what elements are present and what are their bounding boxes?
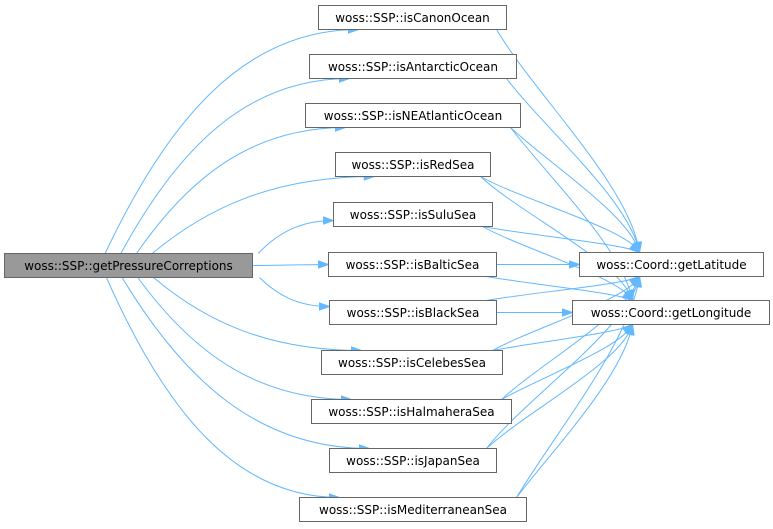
edge-line — [482, 226, 633, 301]
node-label: woss::SSP::isBalticSea — [346, 258, 480, 272]
arrowhead-icon — [621, 290, 634, 302]
arrowhead-icon — [323, 216, 336, 225]
edge-getPressureCorreptions-to-isBalticSea — [252, 260, 331, 269]
arrowhead-icon — [626, 323, 635, 336]
edge-getPressureCorreptions-to-isAntarcticOcean — [120, 74, 352, 254]
node-label: woss::Coord::getLongitude — [591, 306, 752, 320]
edge-getPressureCorreptions-to-isBlackSea — [259, 277, 332, 311]
edge-line — [252, 264, 329, 266]
edge-line — [506, 78, 640, 253]
arrowhead-icon — [318, 260, 331, 269]
edge-line — [151, 176, 375, 254]
node-isCelebesSea[interactable]: woss::SSP::isCelebesSea — [321, 350, 503, 375]
edge-getPressureCorreptions-to-isSuluSea — [257, 216, 336, 254]
edge-line — [137, 277, 352, 400]
edge-line — [104, 29, 359, 254]
edge-isMediterraneanSea-to-getLongitude — [516, 323, 635, 498]
edge-line — [136, 127, 346, 254]
node-label: woss::SSP::isMediterraneanSea — [319, 503, 507, 517]
edge-line — [120, 78, 350, 254]
edge-isHalmaheraSea-to-getLongitude — [501, 323, 634, 400]
node-label: woss::SSP::isAntarcticOcean — [328, 60, 498, 74]
edge-line — [121, 277, 370, 449]
node-isBlackSea[interactable]: woss::SSP::isBlackSea — [329, 300, 497, 325]
edge-line — [105, 277, 340, 498]
node-label: woss::Coord::getLatitude — [596, 258, 746, 272]
node-label: woss::SSP::isHalmaheraSea — [328, 405, 494, 419]
node-label: woss::SSP::isRedSea — [351, 158, 474, 172]
edge-line — [480, 176, 640, 253]
arrowhead-icon — [319, 302, 332, 311]
node-label: woss::SSP::isSuluSea — [350, 208, 476, 222]
node-isAntarcticOcean[interactable]: woss::SSP::isAntarcticOcean — [309, 54, 517, 79]
arrowhead-icon — [562, 308, 575, 317]
edge-line — [492, 324, 633, 351]
edge-getPressureCorreptions-to-isHalmaheraSea — [137, 277, 354, 404]
node-isBalticSea[interactable]: woss::SSP::isBalticSea — [328, 252, 497, 277]
edge-isAntarcticOcean-to-getLatitude — [506, 78, 642, 254]
node-isSuluSea[interactable]: woss::SSP::isSuluSea — [333, 202, 493, 227]
edge-isBlackSea-to-getLongitude — [496, 308, 575, 317]
edge-line — [486, 324, 633, 449]
node-isCanonOcean[interactable]: woss::SSP::isCanonOcean — [318, 5, 507, 30]
edge-line — [486, 276, 640, 449]
node-isHalmaheraSea[interactable]: woss::SSP::isHalmaheraSea — [311, 399, 512, 424]
edge-line — [501, 276, 640, 400]
edge-line — [510, 127, 640, 253]
edge-isCelebesSea-to-getLongitude — [492, 323, 634, 351]
node-getLatitude[interactable]: woss::Coord::getLatitude — [579, 252, 764, 277]
node-label: woss::SSP::isJapanSea — [346, 454, 480, 468]
edge-line — [482, 226, 640, 253]
edge-line — [501, 324, 633, 400]
node-isMediterraneanSea[interactable]: woss::SSP::isMediterraneanSea — [299, 497, 527, 522]
arrowhead-icon — [628, 242, 641, 254]
arrowhead-icon — [633, 275, 643, 288]
node-getPressureCorreptions[interactable]: woss::SSP::getPressureCorreptions — [4, 253, 253, 278]
edge-isBalticSea-to-getLatitude — [496, 260, 582, 269]
edge-line — [257, 220, 334, 254]
edge-isRedSea-to-getLongitude — [480, 176, 634, 302]
edge-isSuluSea-to-getLatitude — [482, 226, 641, 254]
node-isJapanSea[interactable]: woss::SSP::isJapanSea — [329, 448, 497, 473]
arrowhead-icon — [569, 260, 582, 269]
edge-line — [259, 277, 330, 307]
node-label: woss::SSP::isCanonOcean — [335, 11, 490, 25]
node-isRedSea[interactable]: woss::SSP::isRedSea — [335, 152, 491, 177]
node-label: woss::SSP::isNEAtlanticOcean — [324, 109, 502, 123]
edge-isRedSea-to-getLatitude — [480, 176, 641, 254]
edge-getPressureCorreptions-to-isMediterraneanSea — [105, 277, 342, 502]
edge-line — [153, 277, 362, 351]
edge-line — [516, 324, 633, 498]
node-isNEAtlanticOcean[interactable]: woss::SSP::isNEAtlanticOcean — [305, 103, 521, 128]
node-label: woss::SSP::isBlackSea — [347, 306, 480, 320]
node-getLongitude[interactable]: woss::Coord::getLongitude — [572, 300, 770, 325]
edge-isCanonOcean-to-getLatitude — [496, 29, 643, 254]
node-label: woss::SSP::isCelebesSea — [338, 356, 486, 370]
node-label: woss::SSP::getPressureCorreptions — [24, 259, 233, 273]
